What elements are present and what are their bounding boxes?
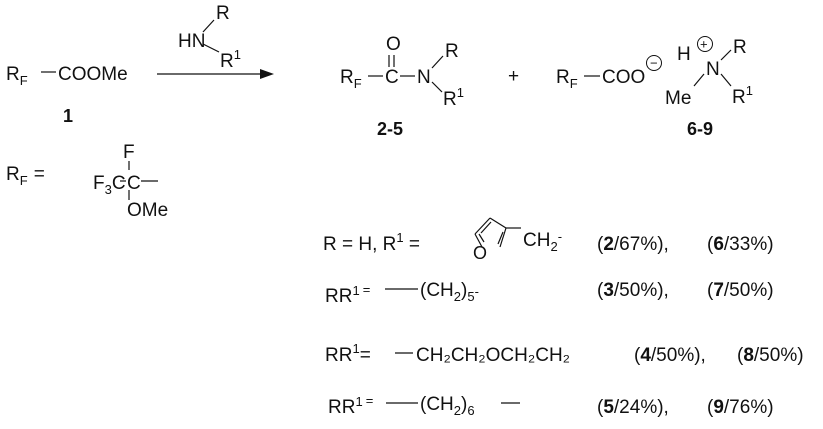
amide-r: R — [445, 41, 459, 62]
reactant-group: COOMe — [58, 64, 128, 85]
amine-reagent: HN R R1 — [178, 3, 241, 72]
rf-def-lhs: RF= — [6, 164, 45, 188]
bond — [720, 49, 732, 61]
rf-def-f-top: F — [123, 142, 135, 163]
salt-coo: COO — [602, 67, 645, 88]
amide-nitrogen: N — [417, 67, 431, 88]
reaction-arrow — [157, 69, 274, 79]
amide-label: 2-5 — [377, 119, 403, 139]
salt-rf: RF — [556, 67, 578, 91]
case-row-3: RR1= CH₂CH₂OCH₂CH₂ (4/50%), (8/50%) — [325, 341, 804, 366]
furan-oxygen: O — [473, 243, 487, 263]
salt-r: R — [733, 37, 747, 58]
case-salt-yield: (8/50%) — [737, 345, 804, 366]
case-amide-yield: (3/50%), — [597, 280, 669, 301]
amide-r1: R1 — [443, 85, 464, 110]
case-lhs: R = H, R1 = — [323, 230, 420, 255]
amine-hn: HN — [178, 31, 205, 52]
bond — [202, 43, 220, 53]
reactant-ester: RF COOMe 1 — [6, 64, 128, 126]
bond — [720, 73, 732, 87]
case-amide-yield: (5/24%), — [597, 397, 669, 418]
plus-sign: + — [508, 66, 519, 87]
case-lhs: RR1= — [325, 282, 370, 307]
rf-definition: RF= F F3C C OMe — [6, 142, 168, 221]
salt-me: Me — [665, 88, 691, 109]
case-salt-yield: (7/50%) — [707, 280, 774, 301]
bond — [202, 19, 215, 33]
case-chain: CH₂CH₂OCH₂CH₂ — [416, 345, 570, 366]
amide-rf: RF — [340, 67, 362, 91]
rf-def-ome: OMe — [127, 200, 168, 221]
case-row-2: RR1= (CH2)5- (3/50%), (7/50%) — [325, 280, 774, 307]
case-salt-yield: (9/76%) — [707, 397, 774, 418]
bond — [693, 73, 705, 87]
salt-r1: R1 — [732, 83, 753, 108]
negative-charge-icon — [646, 55, 662, 71]
amide-carbon: C — [385, 67, 399, 88]
case-row-4: RR1= (CH2)6 (5/24%), (9/76%) — [328, 393, 774, 418]
case-lhs: RR1= — [325, 341, 371, 366]
case-substituent: CH2- — [523, 229, 562, 254]
amine-r1: R1 — [220, 47, 241, 72]
salt-plus: + — [700, 37, 708, 52]
bond — [431, 55, 444, 69]
case-row-1: R = H, R1 = O CH2- (2/67%), (6/33%) — [323, 217, 774, 263]
salt-label: 6-9 — [687, 119, 713, 139]
case-chain: (CH2)5- — [420, 280, 479, 304]
case-amide-yield: (2/67%), — [597, 234, 669, 255]
rf-def-center-c: C — [127, 173, 141, 194]
reactant-number: 1 — [63, 106, 73, 126]
rf-def-f3c: F3C — [93, 173, 126, 197]
case-salt-yield: (6/33%) — [707, 234, 774, 255]
case-amide-yield: (4/50%), — [634, 345, 706, 366]
case-lhs: RR1= — [328, 393, 373, 418]
reactant-rf: RF — [6, 64, 28, 88]
salt-nitrogen: N — [706, 59, 720, 80]
salt-product: RF COO − H + N R Me R1 6-9 — [556, 36, 753, 139]
positive-charge-icon — [697, 36, 713, 52]
salt-hydrogen: H — [677, 44, 691, 65]
bond — [431, 81, 443, 93]
amide-product: O RF C N R R1 2-5 — [340, 34, 464, 139]
furan-ring-icon — [474, 217, 507, 248]
salt-minus: − — [650, 56, 658, 71]
amide-oxygen: O — [386, 34, 401, 55]
case-chain: (CH2)6 — [420, 394, 475, 418]
amine-r: R — [216, 3, 230, 24]
